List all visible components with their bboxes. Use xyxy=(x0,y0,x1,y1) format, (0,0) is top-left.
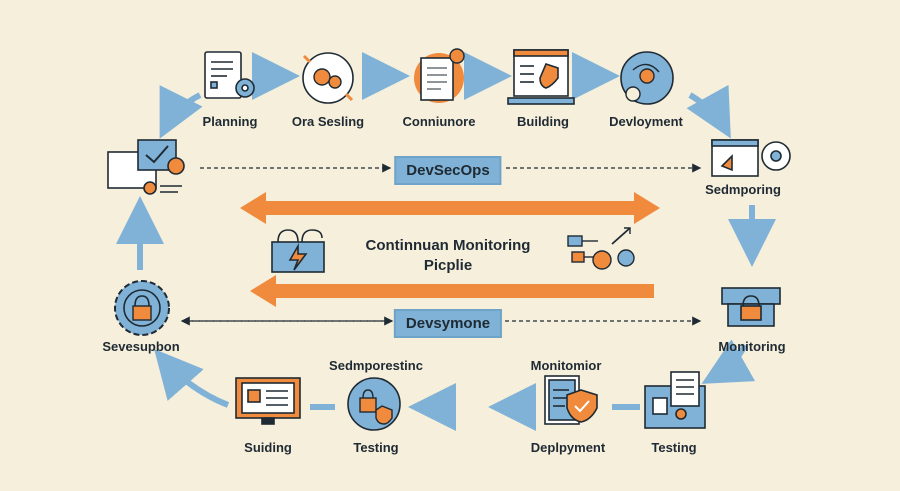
document-pin-icon xyxy=(414,48,465,103)
orange-arrow-top xyxy=(240,192,660,224)
globe-gear-icon xyxy=(620,51,674,105)
dashed-arrows xyxy=(180,163,702,326)
stage-toplabel-monitomior: Monitomior xyxy=(530,358,602,373)
stage-label-deplpyment: Deplpyment xyxy=(530,440,606,455)
stage-label-testing-right: Testing xyxy=(651,440,697,455)
laptop-checklist-icon xyxy=(644,371,706,429)
padlock-lightning-icon xyxy=(271,229,325,273)
screen-check-icon xyxy=(107,139,185,195)
stage-label-sevesupbon: Sevesupbon xyxy=(102,339,180,354)
center-title: Continnuan Monitoring Picplie xyxy=(318,236,578,276)
stage-label-planning: Planning xyxy=(202,114,258,129)
stage-label-monitoring: Monitoring xyxy=(718,339,786,354)
stage-label-conniunore: Conniunore xyxy=(402,114,476,129)
stage-toplabel-sedmporestinc: Sedmporestinc xyxy=(329,358,423,373)
stage-label-sedmporing: Sedmporing xyxy=(705,182,781,197)
browser-settings-icon xyxy=(711,139,791,177)
checklist-shield-icon xyxy=(544,375,598,425)
loop-curves xyxy=(116,84,776,431)
document-gear-icon xyxy=(204,51,255,99)
center-title-line2: Picplie xyxy=(423,257,473,274)
stage-label-suiding: Suiding xyxy=(244,440,292,455)
stage-label-ora-sesling: Ora Sesling xyxy=(291,114,365,129)
orange-arrow-bottom xyxy=(250,275,654,307)
badge-devsecops: DevSecOps xyxy=(394,156,502,185)
laptop-shield-icon xyxy=(507,49,575,105)
stage-label-devloyment: Devloyment xyxy=(609,114,683,129)
center-title-line1: Continnuan Monitoring xyxy=(365,237,531,254)
stage-label-testing-middle: Testing xyxy=(353,440,399,455)
gears-cycle-icon xyxy=(302,52,354,104)
gear-lock-icon xyxy=(114,280,170,336)
flowchart-gears-icon xyxy=(567,227,635,270)
stage-label-building: Building xyxy=(517,114,569,129)
lock-shield-circle-icon xyxy=(347,377,401,431)
monitor-checklist-icon xyxy=(235,377,301,425)
padlock-server-icon xyxy=(721,287,781,327)
badge-devsymone: Devsymone xyxy=(393,309,503,338)
